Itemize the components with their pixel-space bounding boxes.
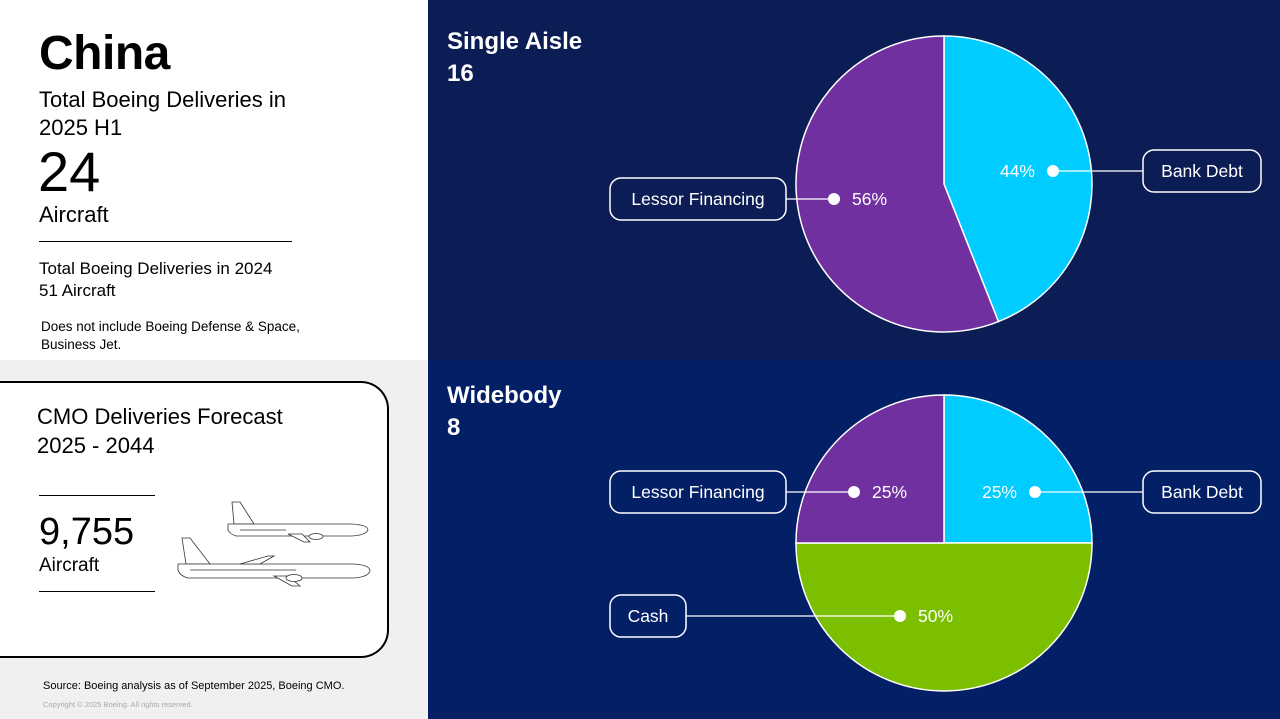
chart-title: Widebody xyxy=(447,382,562,409)
country-title: China xyxy=(39,27,170,80)
cmo-title-line2: 2025 - 2044 xyxy=(37,433,155,458)
leader-dot xyxy=(1047,165,1059,177)
cmo-title-line1: CMO Deliveries Forecast xyxy=(37,404,283,429)
single-aisle-pie-chart: Bank Debt 44% Lessor Financing 56% xyxy=(609,35,1262,333)
cmo-unit: Aircraft xyxy=(39,555,100,576)
cmo-title: CMO Deliveries Forecast 2025 - 2044 xyxy=(37,402,283,460)
widebody-heading: Widebody 8 xyxy=(447,380,561,444)
data-label-bank-debt: 44% xyxy=(1000,161,1035,181)
legend-box-cash xyxy=(609,594,687,638)
leader-dot xyxy=(1029,486,1041,498)
data-label-lessor-financing: 25% xyxy=(872,482,907,502)
prev-deliveries-value: 51 Aircraft xyxy=(39,281,116,300)
single-aisle-heading: Single Aisle 16 xyxy=(447,26,582,90)
exclusion-note: Does not include Boeing Defense & Space,… xyxy=(41,319,300,352)
legend-box-bank-debt xyxy=(1142,149,1262,193)
prev-deliveries: Total Boeing Deliveries in 2024 51 Aircr… xyxy=(39,258,272,302)
deliveries-unit: Aircraft xyxy=(39,202,109,227)
pie-slice-bank-debt xyxy=(943,394,1093,544)
pie-slice-lessor-financing xyxy=(795,394,945,544)
leader-dot xyxy=(894,610,906,622)
leader-dot xyxy=(828,193,840,205)
summary-panel: China Total Boeing Deliveries in 2025 H1… xyxy=(0,0,428,360)
chart-subtitle: 16 xyxy=(447,60,474,87)
legend-label-bank-debt: Bank Debt xyxy=(1161,482,1243,502)
legend-label-lessor-financing: Lessor Financing xyxy=(631,189,764,209)
data-label-bank-debt: 25% xyxy=(982,482,1017,502)
divider xyxy=(39,495,155,496)
source-note: Source: Boeing analysis as of September … xyxy=(43,680,345,692)
legend-box-lessor-financing xyxy=(609,470,787,514)
legend-box-bank-debt xyxy=(1142,470,1262,514)
divider xyxy=(39,241,292,242)
pie-slice-lessor-financing xyxy=(795,35,1000,333)
leader-dot xyxy=(848,486,860,498)
chart-title: Single Aisle xyxy=(447,28,583,55)
prev-deliveries-label: Total Boeing Deliveries in 2024 xyxy=(39,259,273,278)
deliveries-value: 24 xyxy=(38,140,101,203)
legend-label-bank-debt: Bank Debt xyxy=(1161,161,1243,181)
airplanes-icon xyxy=(177,501,371,587)
pie-slice-bank-debt xyxy=(943,35,1093,323)
widebody-pie-chart: Bank Debt 25% Cash 50% Lessor Financing 25% xyxy=(609,394,1262,692)
pie-slice-cash xyxy=(795,542,1093,692)
legend-label-cash: Cash xyxy=(628,606,669,626)
deliveries-label: Total Boeing Deliveries in 2025 H1 xyxy=(39,87,287,140)
single-aisle-panel: Single Aisle 16 Bank Debt 44% Lessor Finan… xyxy=(428,0,1280,360)
widebody-panel: Widebody 8 Bank Debt 25% Cash 50% Lessor Fin… xyxy=(428,360,1280,719)
cmo-value: 9,755 xyxy=(39,511,135,553)
data-label-cash: 50% xyxy=(918,606,953,626)
chart-subtitle: 8 xyxy=(447,414,461,441)
cmo-forecast-card xyxy=(0,381,389,658)
legend-box-lessor-financing xyxy=(609,177,787,221)
legend-label-lessor-financing: Lessor Financing xyxy=(631,482,764,502)
divider xyxy=(39,591,155,592)
data-label-lessor-financing: 56% xyxy=(852,189,887,209)
copyright: Copyright © 2025 Boeing. All rights rese… xyxy=(43,700,193,709)
